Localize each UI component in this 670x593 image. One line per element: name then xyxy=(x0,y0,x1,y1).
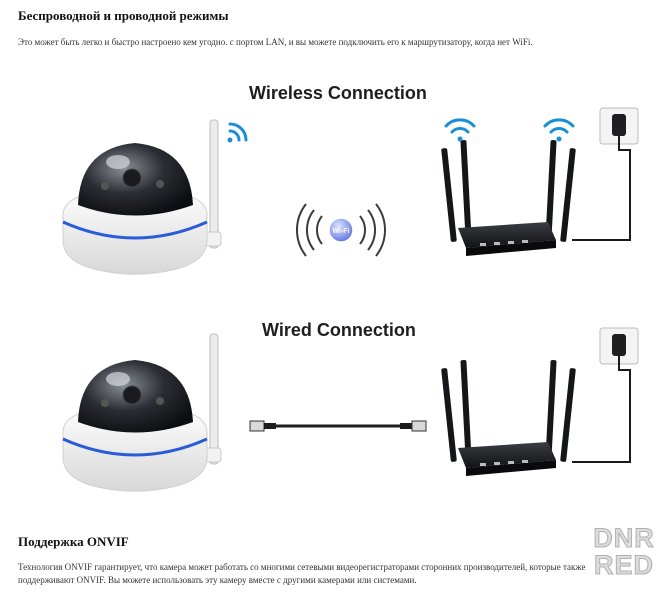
power-outlet-icon xyxy=(572,107,639,241)
wifi-icon xyxy=(444,118,476,142)
section-text-onvif: Технология ONVIF гарантирует, что камера… xyxy=(18,562,586,585)
wifi-badge-label: Wi-Fi xyxy=(332,228,349,235)
section-heading-onvif: Поддержка ONVIF xyxy=(18,534,129,549)
wired-connection-title: Wired Connection xyxy=(262,320,416,340)
camera-wired-image xyxy=(62,333,222,492)
wifi-icon xyxy=(543,118,575,142)
section-text-modes: Это может быть легко и быстро настроено … xyxy=(18,37,533,47)
wifi-signal-waves xyxy=(296,203,386,257)
wireless-connection-title: Wireless Connection xyxy=(249,83,427,103)
power-outlet-icon xyxy=(572,327,639,463)
wifi-icon xyxy=(227,122,248,143)
wifi-badge-icon xyxy=(328,217,354,243)
section-heading-modes: Беспроводной и проводной режимы xyxy=(18,8,229,23)
watermark-logo: DNR RED xyxy=(593,523,655,580)
ethernet-cable-icon xyxy=(249,420,427,432)
camera-wireless-image xyxy=(62,119,222,275)
router-wired-image xyxy=(441,360,576,476)
router-wireless-image xyxy=(441,140,576,256)
